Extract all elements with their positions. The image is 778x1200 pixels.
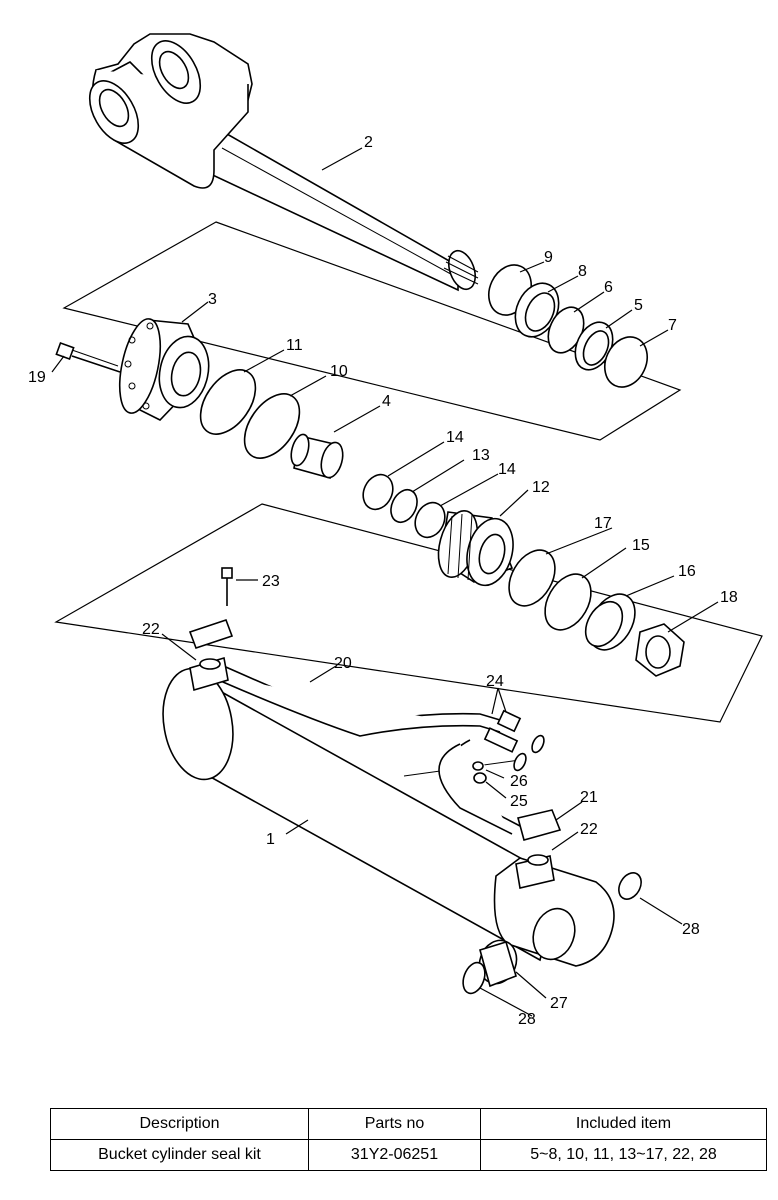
callout-6: 6 <box>604 279 613 296</box>
table-header-row: Description Parts no Included item <box>50 1108 767 1140</box>
callout-14-upper: 14 <box>446 429 464 446</box>
callout-15: 15 <box>632 537 650 554</box>
callout-22-lower: 22 <box>580 821 598 838</box>
callout-10: 10 <box>330 363 348 380</box>
wear-ring-part-16 <box>584 593 636 651</box>
callout-2: 2 <box>364 134 373 151</box>
washer-part-25 <box>473 772 487 784</box>
callout-4: 4 <box>382 393 391 410</box>
callout-11: 11 <box>286 337 303 354</box>
callout-17: 17 <box>594 515 612 532</box>
callout-12: 12 <box>532 479 550 496</box>
callout-13: 13 <box>472 447 490 464</box>
o-ring-part-10 <box>243 393 301 459</box>
nut-part-18 <box>635 623 685 677</box>
callout-16: 16 <box>678 563 696 580</box>
bushing-part-4 <box>290 433 344 480</box>
seal-group-frame-lower <box>54 503 763 723</box>
callout-19: 19 <box>28 369 46 386</box>
cell-included-item: 5~8, 10, 11, 13~17, 22, 28 <box>480 1139 767 1171</box>
seal-kit-table: Description Parts no Included item Bucke… <box>50 1108 767 1171</box>
callout-18: 18 <box>720 589 738 606</box>
callout-8: 8 <box>578 263 587 280</box>
callout-28-right: 28 <box>682 921 700 938</box>
o-ring-part-13 <box>390 488 418 524</box>
wear-ring-part-17 <box>508 549 556 607</box>
piston-rod-part-2 <box>88 33 479 292</box>
o-ring-part-11 <box>199 369 257 435</box>
callout-9: 9 <box>544 249 553 266</box>
bolt-part-19 <box>55 341 121 373</box>
wiper-part-8 <box>514 282 560 338</box>
table-row: Bucket cylinder seal kit 31Y2-06251 5~8,… <box>50 1139 767 1171</box>
callout-25: 25 <box>510 793 528 810</box>
flange-block-part-21 <box>515 809 562 889</box>
exploded-parts-diagram: 2 9 8 6 5 7 3 19 11 10 4 14 13 14 12 17 … <box>28 33 763 1028</box>
callout-20: 20 <box>334 655 352 672</box>
leader-lines <box>51 147 719 1017</box>
callout-14-lower: 14 <box>498 461 516 478</box>
pin-bushing-part-27 <box>478 939 518 988</box>
backup-ring-part-14a <box>362 473 394 511</box>
callout-23: 23 <box>262 573 280 590</box>
callout-7: 7 <box>668 317 677 334</box>
callout-24: 24 <box>486 673 504 690</box>
header-parts-no: Parts no <box>308 1108 481 1140</box>
piston-part-12 <box>437 510 514 587</box>
cell-description: Bucket cylinder seal kit <box>50 1139 309 1171</box>
callout-28-lower: 28 <box>518 1011 536 1028</box>
cell-parts-no: 31Y2-06251 <box>308 1139 481 1171</box>
bolt-part-23 <box>221 567 233 606</box>
header-description: Description <box>50 1108 309 1140</box>
backup-ring-part-14b <box>414 501 446 539</box>
dust-seal-part-28b <box>618 872 642 900</box>
callout-27: 27 <box>550 995 568 1012</box>
callout-22-upper: 22 <box>142 621 160 638</box>
callout-26: 26 <box>510 773 528 790</box>
header-included-item: Included item <box>480 1108 767 1140</box>
rod-cover-part-3 <box>118 318 210 421</box>
dust-seal-part-28a <box>462 961 486 995</box>
fitting-part-24 <box>483 709 545 772</box>
pipe-part-20 <box>199 659 521 835</box>
callout-5: 5 <box>634 297 643 314</box>
callout-1: 1 <box>266 831 275 848</box>
piston-seal-part-15 <box>544 573 592 631</box>
flange-block-part-22-upper <box>188 618 234 692</box>
plug-part-26 <box>472 761 484 771</box>
backup-ring-part-7 <box>604 336 648 388</box>
callout-21: 21 <box>580 789 598 806</box>
callout-3: 3 <box>208 291 217 308</box>
